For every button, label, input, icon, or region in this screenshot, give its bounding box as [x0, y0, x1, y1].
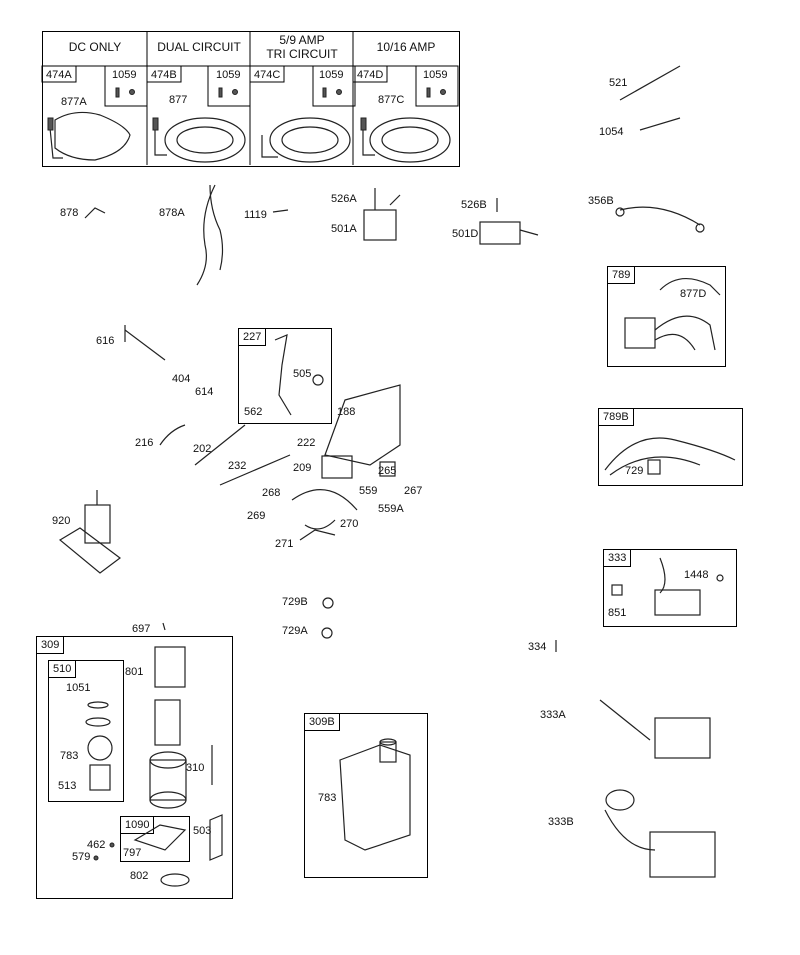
group-1090: [120, 816, 190, 862]
group-510: [48, 660, 124, 802]
callout-729B: 729B: [282, 596, 308, 608]
harness-789: [624, 278, 721, 351]
callout-783-starter-motor: 783: [318, 792, 337, 804]
callout-267: 267: [404, 485, 423, 497]
callout-697: 697: [132, 623, 151, 635]
callout-878: 878: [60, 207, 79, 219]
group-510-label: 510: [48, 660, 77, 678]
group-309B-label: 309B: [304, 713, 340, 731]
callout-851: 851: [608, 607, 627, 619]
callout-356B: 356B: [588, 195, 614, 207]
callout-802: 802: [130, 870, 149, 882]
callout-222: 222: [297, 437, 316, 449]
callout-579: 579: [72, 851, 91, 863]
callout-310: 310: [186, 762, 205, 774]
callout-614: 614: [195, 386, 214, 398]
callout-559A: 559A: [378, 503, 404, 515]
callout-503: 503: [193, 825, 212, 837]
callout-501A: 501A: [331, 223, 357, 235]
screw-icons-1059: [115, 87, 446, 98]
callout-404: 404: [172, 373, 191, 385]
cell-474B-sub: 1059: [216, 69, 241, 81]
callout-1119: 1119: [244, 209, 267, 221]
group-789: [607, 266, 726, 367]
callout-920: 920: [52, 515, 71, 527]
callout-562: 562: [244, 406, 263, 418]
stator-icons: [47, 111, 451, 163]
callout-526A: 526A: [331, 193, 357, 205]
group-309: [36, 636, 233, 899]
header-10-16-amp: 10/16 AMP: [376, 40, 436, 54]
callout-729A: 729A: [282, 625, 308, 637]
callout-333B: 333B: [548, 816, 574, 828]
cell-474A-sub: 1059: [112, 69, 137, 81]
callout-797: 797: [123, 847, 142, 859]
cell-474D-part: 877C: [378, 94, 405, 106]
callout-232: 232: [228, 460, 247, 472]
callout-202: 202: [193, 443, 212, 455]
group-227-label: 227: [238, 328, 267, 346]
starter-309-parts: [85, 646, 223, 887]
group-333-label: 333: [603, 549, 632, 567]
callout-462: 462: [87, 839, 106, 851]
callout-513: 513: [58, 780, 77, 792]
table-grid: [41, 31, 459, 165]
callout-616: 616: [96, 335, 115, 347]
group-309B: [304, 713, 428, 878]
callout-559: 559: [359, 485, 378, 497]
ignition-coil-333B: [604, 789, 716, 878]
starter-motor-309B: [339, 738, 411, 851]
callout-188: 188: [337, 406, 356, 418]
callout-1051: 1051: [66, 682, 91, 694]
cell-474D-sub: 1059: [423, 69, 448, 81]
control-assembly: [124, 325, 401, 541]
callout-216: 216: [135, 437, 154, 449]
callout-521: 521: [609, 77, 628, 89]
callout-270: 270: [340, 518, 359, 530]
solenoid-920: [58, 490, 121, 574]
callout-801: 801: [125, 666, 144, 678]
callout-878A: 878A: [159, 207, 185, 219]
group-227: [238, 328, 332, 424]
cell-474B-part: 877: [169, 94, 188, 106]
callout-783-starter-gear: 783: [60, 750, 79, 762]
misc-parts: [84, 65, 705, 286]
callout-526B: 526B: [461, 199, 487, 211]
group-309-label: 309: [36, 636, 65, 654]
ignition-coil-333: [611, 557, 724, 616]
callout-877D: 877D: [680, 288, 707, 300]
group-789-label: 789: [607, 266, 636, 284]
cell-474B-label: 474B: [151, 69, 177, 81]
callout-1448: 1448: [684, 569, 709, 581]
header-tri-circuit: 5/9 AMP TRI CIRCUIT: [266, 33, 338, 61]
callout-1054: 1054: [599, 126, 624, 138]
callout-333A: 333A: [540, 709, 566, 721]
cell-474A-label: 474A: [46, 69, 72, 81]
callout-269: 269: [247, 510, 266, 522]
callout-501D: 501D: [452, 228, 479, 240]
group-333: [603, 549, 737, 627]
cell-474A-part: 877A: [61, 96, 87, 108]
callout-268: 268: [262, 487, 281, 499]
cell-474D-label: 474D: [357, 69, 384, 81]
header-dc-only: DC ONLY: [68, 40, 122, 54]
cell-474C-sub: 1059: [319, 69, 344, 81]
callout-505: 505: [293, 368, 312, 380]
group-789B-label: 789B: [598, 408, 634, 426]
group-1090-label: 1090: [120, 816, 155, 834]
cell-474C-label: 474C: [254, 69, 281, 81]
callout-209: 209: [293, 462, 312, 474]
callout-265: 265: [378, 465, 397, 477]
callout-334: 334: [528, 641, 547, 653]
stator-table: [42, 31, 460, 167]
group-789B: [598, 408, 743, 486]
ignition-coil-333A: [599, 699, 711, 759]
harness-789B: [604, 437, 736, 476]
callout-271: 271: [275, 538, 294, 550]
small-clips: [162, 597, 557, 652]
callout-729: 729: [625, 465, 644, 477]
header-dual-circuit: DUAL CIRCUIT: [157, 40, 241, 54]
